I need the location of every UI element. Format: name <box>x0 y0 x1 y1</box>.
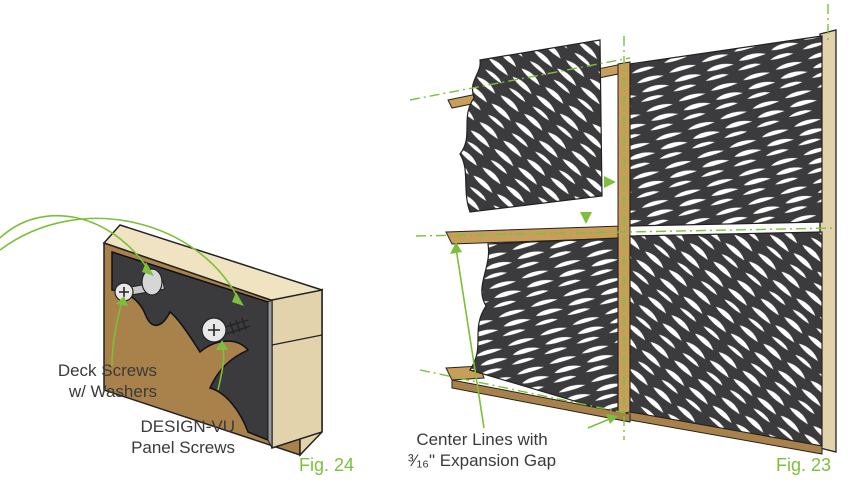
arrow-head-icon <box>232 292 244 306</box>
arrow-head-icon <box>604 176 616 188</box>
fig24-caption: Fig. 24 <box>299 455 354 475</box>
arrow-head-icon <box>216 340 228 350</box>
center-lines <box>409 4 837 440</box>
panel-fragment <box>111 250 269 442</box>
arrow-head-icon <box>606 414 618 424</box>
arrow-head-icon <box>450 242 462 254</box>
arrow-head-icon <box>580 212 592 224</box>
panel-screws-label-line2: Panel Screws <box>131 438 235 457</box>
fig23-caption: Fig. 23 <box>776 455 831 475</box>
deck-screw-icon <box>114 268 166 302</box>
install-arrows <box>0 214 241 303</box>
panel-bottom-left <box>469 237 619 415</box>
arrow-head-icon <box>142 262 154 276</box>
arrow-head-icon <box>116 296 128 306</box>
deck-screws-label-line1: Deck Screws <box>58 361 157 380</box>
fig23-assembly <box>409 4 837 455</box>
fig24-detail <box>0 214 324 457</box>
center-lines-label-line1: Center Lines with <box>416 430 547 449</box>
panel-top-right <box>629 35 823 227</box>
center-lines-label-line2: ³⁄₁₆" Expansion Gap <box>408 451 556 470</box>
panel-floating <box>459 39 603 213</box>
panel-bottom-right <box>629 231 823 447</box>
deck-screws-label-line2: w/ Washers <box>68 382 157 401</box>
panel-screw-icon <box>201 317 251 343</box>
panel-screws-label-line1: DESIGN-VU <box>141 417 235 436</box>
center-line-leaders <box>455 247 613 429</box>
